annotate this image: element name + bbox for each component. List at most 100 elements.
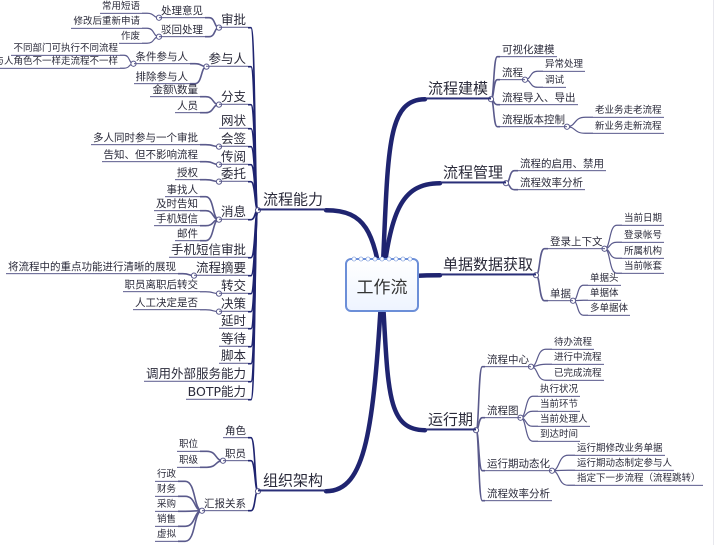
node[interactable]: 汇报关系 (202, 498, 248, 512)
leaf[interactable]: 新业务走新流程 (593, 120, 664, 134)
leaf[interactable]: 多单据体 (588, 302, 631, 316)
node[interactable]: 流程中心 (485, 354, 531, 368)
node[interactable]: 职员 (223, 448, 248, 462)
branch-connector (490, 55, 500, 100)
leaf[interactable]: 多人同时参与一个审批 (91, 132, 200, 146)
node[interactable]: 流程效率分析 (518, 177, 585, 191)
leaf[interactable]: 登录帐号 (622, 229, 665, 243)
node[interactable]: 单据 (548, 288, 573, 302)
leaf[interactable]: 人员 (175, 100, 200, 114)
node[interactable]: 流程的启用、禁用 (518, 158, 606, 172)
node[interactable]: 决策 (218, 295, 248, 313)
leaf[interactable]: 授权 (175, 167, 200, 181)
branch-connector (200, 195, 220, 221)
node[interactable]: 流程效率分析 (485, 488, 552, 502)
branch-document-data[interactable]: 单据数据获取 (440, 256, 537, 276)
leaf[interactable]: 金额\数量 (150, 84, 200, 98)
node[interactable]: 运行期动态化 (485, 458, 552, 472)
leaf[interactable]: 参与人角色不一样走流程不一样 (0, 56, 120, 69)
leaf[interactable]: 不同部门可执行不同流程 (11, 42, 120, 56)
leaf[interactable]: 作废 (118, 30, 142, 44)
leaf[interactable]: 单据头 (588, 272, 621, 286)
leaf[interactable]: 异常处理 (543, 58, 586, 72)
node[interactable]: 流程 (500, 67, 525, 81)
leaf[interactable]: 告知、但不影响流程 (101, 149, 200, 163)
node[interactable]: 消息 (218, 203, 248, 221)
leaf[interactable]: 邮件 (175, 228, 200, 242)
leaf[interactable]: 将流程中的重点功能进行清晰的展现 (6, 261, 178, 275)
leaf[interactable]: 职级 (176, 454, 200, 468)
branch-connector (248, 209, 259, 401)
node[interactable]: 登录上下文 (548, 236, 605, 250)
node[interactable]: 条件参与人 (133, 51, 190, 65)
leaf[interactable]: 当前环节 (538, 398, 581, 412)
leaf[interactable]: 调试 (543, 74, 567, 88)
branch-flow-modeling[interactable]: 流程建模 (425, 80, 492, 100)
branch-connector (520, 417, 538, 442)
main-branch-connector (323, 282, 385, 494)
leaf[interactable]: 单据体 (588, 287, 621, 301)
node[interactable]: 延时 (218, 312, 248, 330)
leaf[interactable]: 当前日期 (622, 212, 665, 226)
node[interactable]: 传阅 (218, 148, 248, 166)
leaf[interactable]: 进行中流程 (552, 351, 604, 365)
node[interactable]: 等待 (218, 330, 248, 348)
branch-connector (178, 495, 203, 512)
leaf[interactable]: 老业务走老流程 (593, 104, 664, 118)
leaf[interactable]: 虚拟 (154, 528, 178, 542)
node[interactable]: 审批 (218, 11, 248, 29)
branch-connector (572, 300, 588, 316)
node[interactable]: 脚本 (218, 347, 248, 365)
leaf[interactable]: 当前帐套 (622, 260, 665, 274)
node[interactable]: 调用外部服务能力 (143, 365, 248, 383)
branch-connector (248, 490, 259, 512)
leaf[interactable]: 职位 (176, 438, 200, 452)
central-topic[interactable]: 工作流 (345, 256, 419, 312)
leaf[interactable]: 运行期动态制定参与人 (575, 457, 675, 471)
leaf[interactable]: 销售 (154, 513, 178, 527)
node[interactable]: 参与人 (206, 50, 248, 68)
leaf[interactable]: 当前处理人 (538, 413, 590, 427)
branch-connector (572, 284, 588, 302)
branch-connector (604, 248, 622, 274)
branch-org-structure[interactable]: 组织架构 (258, 472, 327, 492)
leaf[interactable]: 到达时间 (538, 428, 581, 442)
leaf[interactable]: 待办流程 (552, 336, 595, 350)
node[interactable]: BOTP能力 (185, 383, 248, 401)
branch-connector (520, 395, 538, 419)
node[interactable]: 处理意见 (159, 5, 205, 19)
leaf[interactable]: 修改后重新申请 (71, 15, 142, 29)
node[interactable]: 会签 (218, 130, 248, 148)
leaf[interactable]: 常用短语 (99, 0, 142, 14)
leaf[interactable]: 及时告知 (154, 198, 200, 212)
leaf[interactable]: 行政 (154, 468, 178, 482)
node[interactable]: 角色 (223, 425, 248, 439)
leaf[interactable]: 人工决定是否 (133, 297, 200, 311)
branch-flow-management[interactable]: 流程管理 (440, 164, 507, 184)
node[interactable]: 手机短信审批 (168, 241, 248, 259)
node[interactable]: 流程摘要 (193, 259, 248, 277)
leaf[interactable]: 运行期修改业务单据 (575, 442, 665, 456)
branch-flow-capability[interactable]: 流程能力 (258, 191, 327, 211)
node[interactable]: 网状 (218, 112, 248, 130)
leaf[interactable]: 职员离职后转交 (122, 279, 200, 293)
node[interactable]: 排除参与人 (133, 71, 190, 85)
node[interactable]: 委托 (218, 165, 248, 183)
leaf[interactable]: 手机短信 (154, 213, 200, 227)
node[interactable]: 分支 (218, 88, 248, 106)
node[interactable]: 流程导入、导出 (500, 92, 578, 106)
leaf[interactable]: 执行状况 (538, 383, 581, 397)
leaf[interactable]: 采购 (154, 498, 178, 512)
branch-runtime[interactable]: 运行期 (425, 411, 477, 431)
leaf[interactable]: 指定下一步流程（流程跳转） (575, 472, 703, 486)
leaf[interactable]: 财务 (154, 483, 178, 497)
leaf[interactable]: 所属机构 (622, 245, 665, 259)
node[interactable]: 转交 (218, 277, 248, 295)
node[interactable]: 可视化建模 (500, 44, 557, 58)
node[interactable]: 流程图 (485, 405, 521, 419)
leaf[interactable]: 事找人 (164, 184, 200, 198)
node[interactable]: 流程版本控制 (500, 114, 567, 128)
main-branch-connector (379, 96, 428, 288)
node[interactable]: 驳回处理 (159, 24, 205, 38)
leaf[interactable]: 已完成流程 (552, 367, 604, 381)
